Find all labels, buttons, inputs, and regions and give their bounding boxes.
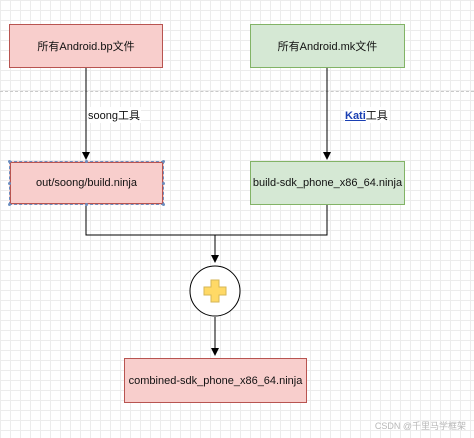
selection-handle[interactable] <box>8 182 11 185</box>
node-android-mk-label: 所有Android.mk文件 <box>277 41 378 53</box>
edge-label-kati: Kati工具 <box>344 107 389 123</box>
edge-sdk-to-merge[interactable] <box>215 205 328 236</box>
watermark: CSDN @千里马学框架 <box>374 421 466 431</box>
selection-handle[interactable] <box>85 203 88 206</box>
merge-node[interactable] <box>189 265 241 317</box>
edge-label-kati-text: 工具 <box>365 110 388 122</box>
node-android-mk[interactable]: 所有Android.mk文件 <box>250 24 405 68</box>
node-sdk-ninja[interactable]: build-sdk_phone_x86_64.ninja <box>250 161 405 205</box>
node-android-bp[interactable]: 所有Android.bp文件 <box>9 24 163 68</box>
selection-handle[interactable] <box>162 203 165 206</box>
edge-build-to-merge[interactable] <box>85 205 215 236</box>
selection-handle[interactable] <box>8 203 11 206</box>
selection-handle[interactable] <box>85 160 88 163</box>
plus-icon <box>203 279 227 303</box>
node-sdk-ninja-label: build-sdk_phone_x86_64.ninja <box>252 177 403 189</box>
dashed-guide-line <box>0 91 474 92</box>
selection-handle[interactable] <box>162 160 165 163</box>
kati-link[interactable]: Kati <box>345 110 366 122</box>
node-build-ninja[interactable]: out/soong/build.ninja <box>8 160 165 206</box>
node-android-bp-label: 所有Android.bp文件 <box>37 41 135 53</box>
edge-label-soong-text: soong工具 <box>88 110 140 122</box>
node-combined-ninja-label: combined-sdk_phone_x86_64.ninja <box>128 374 303 387</box>
selection-handle[interactable] <box>8 160 11 163</box>
selection-handle[interactable] <box>162 182 165 185</box>
node-combined-ninja[interactable]: combined-sdk_phone_x86_64.ninja <box>124 358 307 403</box>
edge-label-soong: soong工具 <box>87 107 141 123</box>
node-build-ninja-label: out/soong/build.ninja <box>36 177 137 189</box>
